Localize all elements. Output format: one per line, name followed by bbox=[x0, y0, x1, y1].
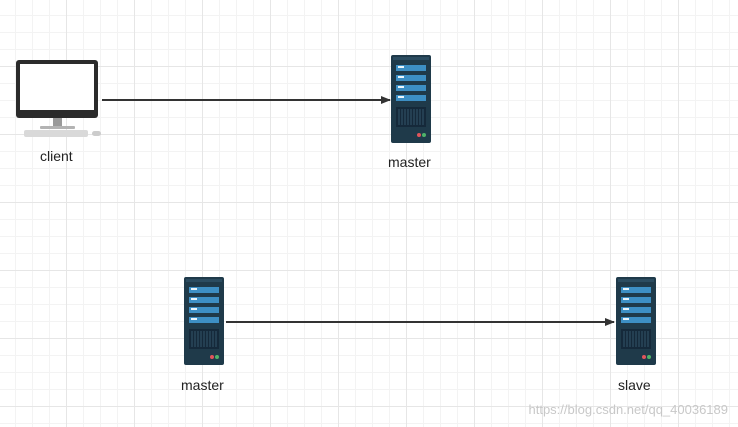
client-label: client bbox=[40, 148, 73, 164]
slave-label: slave bbox=[618, 377, 651, 393]
watermark-text: https://blog.csdn.net/qq_40036189 bbox=[528, 402, 729, 417]
master-top-label: master bbox=[388, 154, 431, 170]
desktop-computer-icon[interactable] bbox=[16, 60, 101, 137]
server-icon[interactable] bbox=[183, 276, 225, 366]
server-icon[interactable] bbox=[615, 276, 657, 366]
server-icon[interactable] bbox=[390, 54, 432, 144]
master-bottom-label: master bbox=[181, 377, 224, 393]
